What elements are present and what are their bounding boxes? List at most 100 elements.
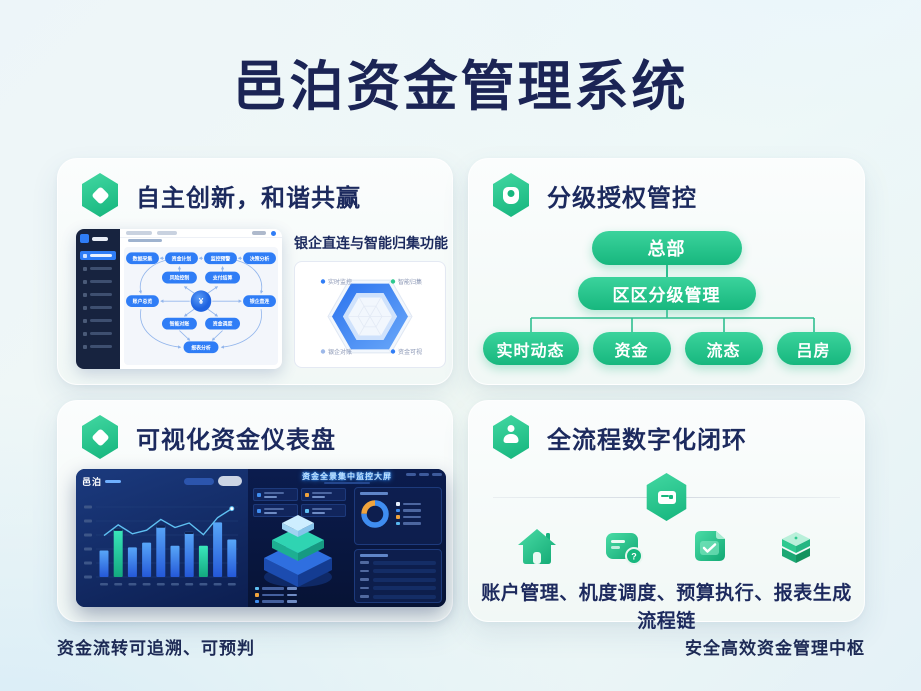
innovation-caption: 银企直连与智能归集功能 bbox=[294, 235, 448, 251]
bar bbox=[156, 525, 166, 577]
legend-row bbox=[396, 502, 421, 506]
radar-label-tl: 实时监控 bbox=[328, 278, 352, 286]
bar bbox=[142, 542, 152, 577]
bigscreen-deco bbox=[324, 482, 370, 484]
bar bbox=[170, 545, 180, 577]
card-innovation-header: 自主创新，和谐共赢 bbox=[58, 159, 452, 217]
sidebar-item bbox=[80, 329, 116, 338]
flow-pills bbox=[126, 252, 276, 354]
legend-row bbox=[255, 586, 297, 590]
x-axis-labels bbox=[100, 583, 236, 586]
stat-chip bbox=[253, 488, 298, 501]
legend-row bbox=[396, 521, 421, 525]
bar bbox=[113, 528, 123, 577]
org-chart: 总部 区区分级管理 实时动态 资金 流态 吕房 bbox=[469, 217, 864, 365]
card-auth-title: 分级授权管控 bbox=[547, 184, 697, 212]
card-dashboard: 可视化资金仪表盘 邑泊 bbox=[57, 400, 453, 622]
card-innovation-body: 数据采集 资金计划 监控预警 决策分析 风险控制 支付结算 账户总览 银企直连 … bbox=[76, 229, 448, 369]
org-node-branch: 区区分级管理 bbox=[577, 277, 756, 310]
progress-row bbox=[360, 569, 436, 573]
flow-node-label: 报表分析 bbox=[191, 344, 211, 351]
sidebar-item bbox=[80, 342, 116, 351]
donut-segment bbox=[361, 499, 389, 528]
flow-node-label: 账户总览 bbox=[133, 298, 153, 305]
legend-row bbox=[255, 593, 297, 597]
progress-row bbox=[360, 586, 436, 590]
bar bbox=[99, 550, 109, 577]
flow-node-label: 数据采集 bbox=[133, 255, 154, 262]
dashboard-right-panel: 资金全景集中监控大屏 bbox=[248, 469, 446, 607]
card-closed-loop: 全流程数字化闭环 ? bbox=[468, 400, 865, 632]
search-input bbox=[184, 477, 214, 485]
card-dashboard-title: 可视化资金仪表盘 bbox=[136, 426, 336, 454]
stat-chip bbox=[301, 504, 346, 517]
loop-icons-row: ? bbox=[469, 498, 864, 568]
card-authorization: 分级授权管控 总部 区区分级管理 实时动态 资金 流态 吕房 bbox=[468, 158, 865, 385]
card-auth-header: 分级授权管控 bbox=[469, 159, 864, 217]
org-node-child: 资金 bbox=[592, 332, 671, 365]
donut-panel-title bbox=[360, 492, 388, 495]
radar-label-bl: 银企对账 bbox=[328, 348, 352, 356]
y-tick bbox=[84, 519, 92, 523]
bar bbox=[213, 522, 223, 577]
loop-caption: 账户管理、机度调度、预算执行、报表生成 流程链 bbox=[469, 580, 864, 635]
progress-panel-title bbox=[360, 554, 388, 557]
bars-group bbox=[99, 522, 237, 577]
sidebar-item bbox=[80, 277, 116, 286]
radar-label-tr: 智能归集 bbox=[398, 278, 422, 286]
flowchart-svg: 数据采集 资金计划 监控预警 决策分析 风险控制 支付结算 账户总览 银企直连 … bbox=[126, 252, 276, 354]
app-sidebar bbox=[76, 229, 120, 369]
isometric-stack-icon bbox=[264, 515, 332, 587]
org-node-child: 实时动态 bbox=[482, 332, 579, 365]
flow-node-label: 支付结算 bbox=[212, 275, 233, 282]
progress-row bbox=[360, 560, 436, 565]
loop-caption-line1: 账户管理、机度调度、预算执行、报表生成 bbox=[481, 583, 852, 604]
bar bbox=[198, 545, 208, 577]
innovation-right-column: 银企直连与智能归集功能 bbox=[294, 229, 448, 369]
legend-row bbox=[255, 599, 297, 603]
progress-rows bbox=[355, 557, 441, 599]
radar-label-br: 资金可视 bbox=[398, 348, 422, 356]
app-screenshot: 数据采集 资金计划 监控预警 决策分析 风险控制 支付结算 账户总览 银企直连 … bbox=[76, 229, 282, 369]
x-tick bbox=[156, 583, 165, 586]
sidebar-item bbox=[80, 264, 116, 273]
donut-legend bbox=[396, 502, 421, 525]
donut-chart-svg bbox=[361, 499, 389, 528]
flow-node-label: 监控预警 bbox=[211, 255, 231, 262]
bigscreen-topright-stats bbox=[406, 473, 442, 476]
donut-panel bbox=[354, 487, 442, 545]
flow-node-label: 风险控制 bbox=[170, 275, 190, 282]
dashboard-left-topbar: 邑泊 bbox=[82, 474, 242, 488]
card-innovation: 自主创新，和谐共赢 bbox=[57, 158, 453, 385]
card-dashboard-header: 可视化资金仪表盘 bbox=[58, 401, 452, 459]
radar-chart-panel: 实时监控 智能归集 银企对账 资金可视 bbox=[294, 261, 446, 368]
flow-center-glyph: ¥ bbox=[199, 296, 204, 306]
x-tick bbox=[128, 583, 137, 586]
bar-cap bbox=[184, 531, 194, 534]
y-tick bbox=[84, 533, 92, 537]
bar bbox=[227, 539, 237, 577]
app-logo-icon bbox=[80, 234, 89, 243]
sidebar-item bbox=[80, 290, 116, 299]
flow-node-label: 决策分析 bbox=[250, 255, 270, 262]
sidebar-item-active bbox=[80, 251, 116, 260]
bottom-legend bbox=[255, 586, 297, 603]
sidebar-item bbox=[80, 303, 116, 312]
diamond-hexagon-icon bbox=[82, 415, 118, 459]
y-tick bbox=[84, 505, 92, 509]
sidebar-item bbox=[80, 316, 116, 325]
line-endpoint-dot bbox=[229, 506, 235, 512]
app-breadcrumb bbox=[120, 238, 282, 243]
org-connector-svg bbox=[529, 310, 815, 332]
dashboard-left-panel: 邑泊 bbox=[76, 469, 248, 607]
x-tick bbox=[185, 583, 194, 586]
schedule-icon: ? bbox=[606, 533, 644, 565]
dashboard-screenshot: 邑泊 bbox=[76, 469, 446, 607]
x-tick bbox=[114, 583, 123, 586]
home-icon bbox=[518, 529, 556, 564]
stat-chip bbox=[301, 488, 346, 501]
app-main: 数据采集 资金计划 监控预警 决策分析 风险控制 支付结算 账户总览 银企直连 … bbox=[120, 229, 282, 369]
x-tick bbox=[227, 583, 236, 586]
bar-cap bbox=[156, 525, 166, 528]
